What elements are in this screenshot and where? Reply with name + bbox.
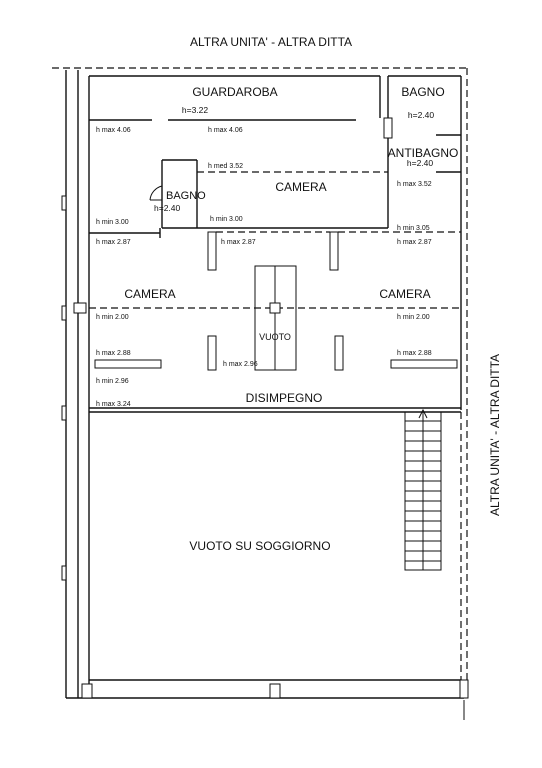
height-label: h min 2.00	[397, 314, 430, 321]
height-label: h max 2.96	[223, 361, 258, 368]
height-label: h max 2.87	[221, 239, 256, 246]
height-label: h min 3.05	[397, 225, 430, 232]
height-label: h max 3.24	[96, 401, 131, 408]
bottom-walls	[66, 412, 469, 699]
disimpegno-label: DISIMPEGNO	[246, 391, 323, 405]
side-neighbor-label: ALTRA UNITA' - ALTRA DITTA	[488, 354, 502, 516]
bagno-top-label: BAGNO	[401, 85, 444, 99]
top-neighbor-label: ALTRA UNITA' - ALTRA DITTA	[190, 35, 352, 49]
disimpegno-wall	[89, 407, 461, 413]
bagno-door-swing	[149, 185, 163, 201]
antibagno-label: ANTIBAGNO	[388, 146, 459, 160]
vuoto-box	[254, 265, 297, 371]
height-label: h min 2.00	[96, 314, 129, 321]
bagno-top-height: h=2.40	[408, 110, 435, 120]
height-label: h max 4.06	[208, 127, 243, 134]
height-label: h min 3.00	[96, 219, 129, 226]
height-label: h med 3.52	[208, 163, 243, 170]
bagno-small-label: BAGNO	[166, 190, 206, 202]
bagno-small-height: h=2.40	[154, 203, 181, 213]
height-label: h max 2.88	[397, 350, 432, 357]
camera-center-label: CAMERA	[275, 180, 326, 194]
vuoto-soggiorno-label: VUOTO SU SOGGIORNO	[189, 539, 330, 553]
guardaroba-label: GUARDAROBA	[192, 85, 277, 99]
camera-left-label: CAMERA	[124, 287, 175, 301]
height-label: h max 2.87	[397, 239, 432, 246]
staircase	[404, 408, 442, 571]
left-outer-wall	[61, 70, 87, 698]
height-label: h min 3.00	[210, 216, 243, 223]
height-label: h max 3.52	[397, 181, 432, 188]
partitions	[89, 228, 461, 371]
height-label: h min 2.96	[96, 378, 129, 385]
height-label: h max 2.88	[96, 350, 131, 357]
height-label: h max 2.87	[96, 239, 131, 246]
height-label: h max 4.06	[96, 127, 131, 134]
camera-right-label: CAMERA	[379, 287, 430, 301]
stair-arrow-icon	[418, 408, 428, 419]
vuoto-label: VUOTO	[259, 332, 291, 342]
antibagno-height: h=2.40	[407, 158, 434, 168]
inner-walls	[88, 75, 462, 680]
guardaroba-height: h=3.22	[182, 105, 209, 115]
